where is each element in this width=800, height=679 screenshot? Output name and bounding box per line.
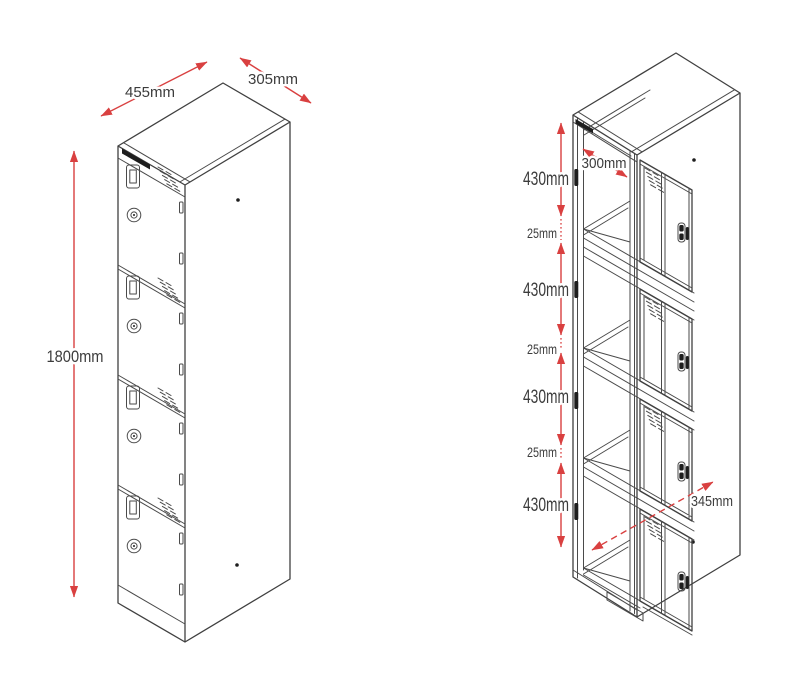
door-panel-frame: [639, 512, 693, 630]
vent-slots: [644, 406, 665, 432]
locker-body: [572, 52, 741, 636]
door-hinge: [179, 583, 184, 596]
dimension-label-inner-width: 300mm: [582, 155, 627, 172]
vent-slots: [157, 387, 181, 413]
side-panel-hole: [235, 563, 239, 567]
door-lock-icon: [126, 318, 142, 334]
front-post-lines: [629, 151, 635, 614]
door-panel-outline: [639, 508, 693, 632]
interior-top-edges: [583, 89, 651, 136]
vent-slots: [157, 497, 181, 523]
door-handle-inner: [129, 169, 137, 184]
side-panel-hole: [692, 158, 696, 162]
locker-door: [126, 275, 184, 376]
door-hinge: [179, 532, 184, 545]
dimension-label-compartment: 430mm: [523, 169, 569, 190]
door-panel-frame: [639, 292, 693, 410]
dimension-annotations: [69, 57, 714, 598]
door-separator-lines: [117, 157, 186, 625]
door-hinge: [179, 312, 184, 325]
dimension-label-gap: 25mm: [527, 445, 557, 460]
dimension-label-inner-depth: 345mm: [691, 493, 733, 510]
vent-slots: [157, 277, 181, 303]
door-lock-icon: [677, 571, 689, 592]
vent-slots: [644, 167, 665, 193]
door-panel-outline: [639, 288, 693, 412]
vent-slots: [644, 296, 665, 322]
corner-latch-mark: [122, 148, 150, 170]
door-hinge: [179, 201, 184, 214]
door-handle: [126, 275, 140, 300]
wall-hinge-mark: [574, 392, 579, 409]
door-handle: [126, 164, 140, 189]
vent-slots: [157, 166, 181, 192]
width-dimension-arrow: [239, 57, 312, 104]
inner-width-dimension-arrow: [582, 148, 628, 178]
open-door-panel: [639, 508, 693, 632]
locker-outline: [572, 52, 741, 618]
base-plinth-lines: [572, 569, 693, 636]
door-lock-icon: [677, 222, 689, 243]
locker-body: [117, 82, 291, 643]
locker-door: [126, 385, 184, 486]
depth-dimension-arrow: [100, 61, 208, 117]
door-lock-icon: [126, 207, 142, 223]
dimension-label-compartment: 430mm: [523, 495, 569, 516]
door-panel-outline: [639, 159, 693, 293]
open-door-panel: [639, 288, 693, 412]
locker-door: [126, 495, 184, 596]
door-lock-icon: [677, 351, 689, 372]
door-panel-frame: [639, 163, 693, 291]
dimension-label-gap: 25mm: [527, 226, 557, 241]
door-panel-frame: [639, 402, 693, 520]
door-handle-inner: [129, 500, 137, 515]
wall-hinge-mark: [574, 169, 579, 186]
left-wall-lines: [577, 117, 584, 579]
top-rim-lines: [577, 89, 735, 153]
open-locker-view: [572, 52, 741, 636]
dimension-label-height: 1800mm: [47, 348, 104, 366]
door-hinge: [179, 363, 184, 376]
door-handle-inner: [129, 390, 137, 405]
dimension-label-compartment: 430mm: [523, 387, 569, 408]
door-lock-icon: [677, 461, 689, 482]
door-hinge: [179, 252, 184, 265]
door-panel-outline: [639, 398, 693, 522]
shelf-surface-lines: [583, 200, 631, 582]
dimension-label-depth: 455mm: [125, 84, 175, 101]
open-door-panel: [639, 398, 693, 522]
door-lock-icon: [126, 538, 142, 554]
door-hinge: [179, 422, 184, 435]
door-hinge: [179, 473, 184, 486]
shelf-edge-bands: [583, 228, 695, 632]
side-panel-hole: [236, 198, 240, 202]
dimension-labels: 455mm 305mm 1800mm 430mm 25mm 430mm 25mm…: [44, 69, 736, 519]
locker-door: [126, 164, 184, 265]
dimension-label-width: 305mm: [248, 71, 298, 88]
door-lock-icon: [126, 428, 142, 444]
top-rim-lines: [123, 118, 286, 183]
door-handle: [126, 385, 140, 410]
open-door-panel: [639, 159, 693, 293]
locker-outline: [117, 82, 291, 643]
closed-locker-view: [117, 82, 291, 643]
corner-latch-mark: [575, 119, 593, 134]
door-handle-inner: [129, 280, 137, 295]
inner-depth-dimension-arrow: [591, 481, 714, 551]
wall-hinge-mark: [574, 281, 579, 298]
door-handle: [126, 495, 140, 520]
dimension-label-compartment: 430mm: [523, 280, 569, 301]
dimension-label-gap: 25mm: [527, 342, 557, 357]
wall-hinge-mark: [574, 503, 579, 520]
